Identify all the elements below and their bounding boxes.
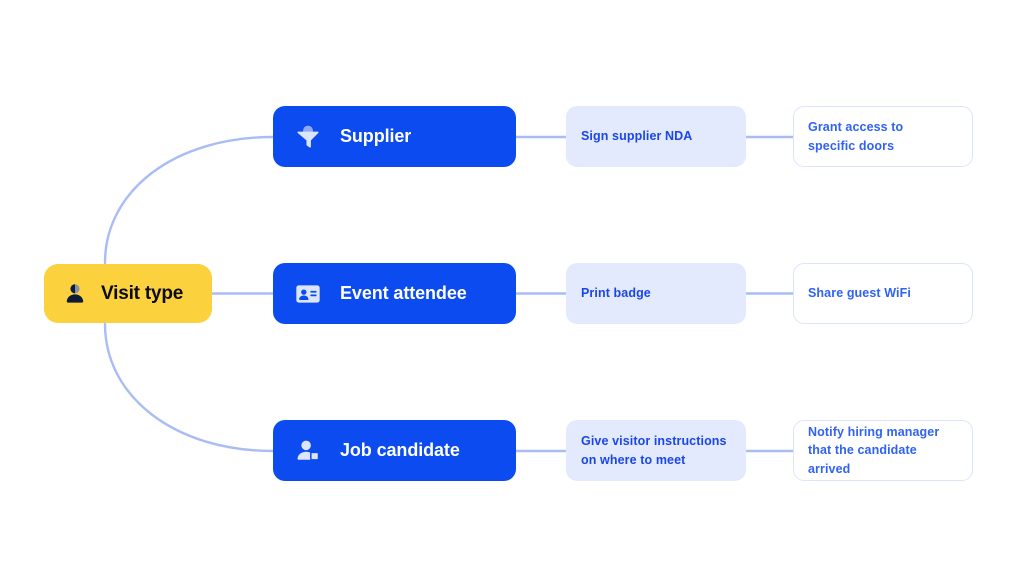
step-node-give-visitor-instructions[interactable]: Give visitor instructions on where to me… [566,420,746,481]
outcome-line-2: specific doors [808,138,895,153]
category-node-label: Event attendee [340,283,467,303]
step-node-label: Print badge [581,286,651,301]
category-node-label: Job candidate [340,440,460,460]
step-line-1: Give visitor instructions [581,434,727,449]
step-line-2: on where to meet [581,452,686,467]
category-node-event-attendee[interactable]: Event attendee [273,263,516,324]
step-node-print-badge[interactable]: Print badge [566,263,746,324]
category-node-label: Supplier [340,126,412,146]
outcome-node-label: Grant access to specific doors [808,118,903,154]
outcome-node-label: Share guest WiFi [808,286,911,301]
step-node-label: Give visitor instructions on where to me… [581,432,727,468]
root-node-visit-type[interactable]: Visit type [44,264,212,323]
edge-root-to-supplier [103,135,275,265]
outcome-node-label: Notify hiring manager that the candidate… [808,423,958,477]
person-badge-icon [297,440,320,461]
outcome-node-notify-hiring-manager[interactable]: Notify hiring manager that the candidate… [793,420,973,481]
outcome-node-share-guest-wifi[interactable]: Share guest WiFi [793,263,973,324]
outcome-line-1: Grant access to [808,120,904,135]
id-badge-icon [296,284,320,303]
person-icon [66,283,84,303]
step-node-label: Sign supplier NDA [581,129,693,144]
outcome-node-grant-access[interactable]: Grant access to specific doors [793,106,973,167]
root-node-label: Visit type [101,282,184,304]
step-node-sign-supplier-nda[interactable]: Sign supplier NDA [566,106,746,167]
outcome-line-1: Notify hiring manager [808,425,940,440]
outcome-line-2: that the candidate arrived [808,443,917,476]
category-node-job-candidate[interactable]: Job candidate [273,420,516,481]
edge-root-to-job-candidate [103,322,275,453]
funnel-icon [297,125,319,148]
category-node-supplier[interactable]: Supplier [273,106,516,167]
